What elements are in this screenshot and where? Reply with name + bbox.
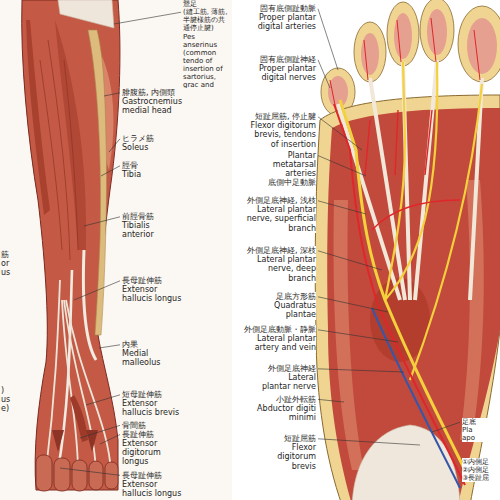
cropped-label: Pla [462,426,498,434]
anatomy-label: 長趾伸筋 [122,430,226,439]
leader-line [318,60,330,88]
anatomy-label: Soleus [122,143,226,152]
leg-illustration [22,0,120,491]
cropped-label: 足底 [462,418,498,426]
anatomy-label: 短母趾伸筋 [122,390,226,399]
anatomy-label: Extensor digitorum longus [122,439,186,467]
anatomy-label: Proper plantar digital nerves [254,64,316,82]
leader-line [432,422,460,432]
foot-illustration [315,0,500,500]
anatomy-label: Tibia [122,170,226,179]
anatomy-label: 短趾屈筋, 停止腱 [236,112,316,121]
panel-ground [0,0,232,500]
anatomy-label: 長母趾伸筋 [122,471,226,480]
leader-line [318,9,338,70]
anatomy-label: Lateral plantar nerve, superficial branc… [246,205,316,233]
anatomy-label: 脛骨 [122,161,226,170]
anatomy-label: Lateral plantar nerve, deep branch [246,255,316,283]
leader-line [318,156,366,176]
anatomy-label: Lateral plantar nerve [261,373,316,391]
leader-line [318,251,382,270]
anatomy-label: 外側足底動脈・静脈 [236,325,316,334]
anatomy-label: 小趾外転筋 [236,395,316,404]
leader-line [318,330,398,342]
cropped-label: ②内側足 [462,466,498,474]
anatomy-label: Extensor hallucis brevis [122,399,184,417]
anatomy-label: Flexor digitorum brevis, tendons of inse… [246,121,316,149]
anatomy-label: 底側中足動脈 [236,178,316,187]
anatomy-label: ヒラメ筋 [122,134,226,143]
anatomy-label: 長母趾伸筋 [122,276,226,285]
cropped-label: e) [1,404,15,413]
anatomy-label: Extensor hallucis longus [122,480,184,498]
anatomy-label: 外側足底神経, 深枝 [236,246,316,255]
anatomy-label: 骨間筋 [122,421,226,430]
leader-line [86,395,120,405]
anatomy-label: Plantar metatarsal arteries [261,151,316,179]
anatomy-label: Abductor digiti minimi [256,404,316,422]
anatomy-label: 足底方形筋 [236,292,316,301]
leader-line [114,12,181,24]
anatomy-label: Lateral plantar artery and vein [246,334,316,352]
anatomy-label: 外側足底神経 [236,364,316,373]
anatomy-label: 腓腹筋, 内側頭 [122,88,226,97]
anatomy-label: Medial malleolus [122,349,182,367]
leader-line [99,345,120,348]
cropped-label: ①内側足 [462,458,498,466]
leader-line [100,435,120,444]
anatomy-label: 前脛骨筋 [122,212,226,221]
cropped-label: apo [462,434,498,442]
anatomy-label: 短趾屈筋 [236,434,316,443]
anatomy-label: Gastrocnemius medial head [122,97,192,115]
leader-line [74,281,120,300]
anatomy-label: 外側足底神経, 浅枝 [236,196,316,205]
cropped-label: ③長趾屈 [462,474,498,482]
anatomy-label: 固有底側趾動脈 [236,4,316,13]
anatomy-label: 内果 [122,340,226,349]
anatomy-label: Flexor digitorum brevis [271,443,316,471]
cropped-label: ) [1,386,15,395]
anatomy-label: Tibialis anterior [122,221,182,239]
leader-line [318,399,344,402]
anatomy-label: Extensor hallucis longus [122,285,184,303]
anatomy-label: 固有底側趾神経 [236,55,316,64]
cropped-label: 筋 [1,250,15,259]
leader-line [318,369,404,372]
leader-line [318,117,362,150]
anatomy-label: 鵞足 [183,0,231,8]
leader-line [101,166,120,176]
cropped-label: us [1,268,15,277]
cropped-label: us [1,395,15,404]
leader-line [318,297,388,312]
anatomy-label: Quadratus plantae [256,301,316,319]
leader-line [109,139,120,152]
cropped-label: or [1,259,15,268]
leader-line [318,439,420,445]
anatomy-label: (縫工筋, 薄筋, 半腱様筋の共通停止腱) [183,8,231,32]
leader-line [84,217,120,226]
leader-line [80,425,120,438]
anatomy-label: Proper plantar digital arteries [254,13,316,31]
leader-line [318,201,366,214]
leader-line [60,468,120,475]
leader-line [104,93,120,96]
